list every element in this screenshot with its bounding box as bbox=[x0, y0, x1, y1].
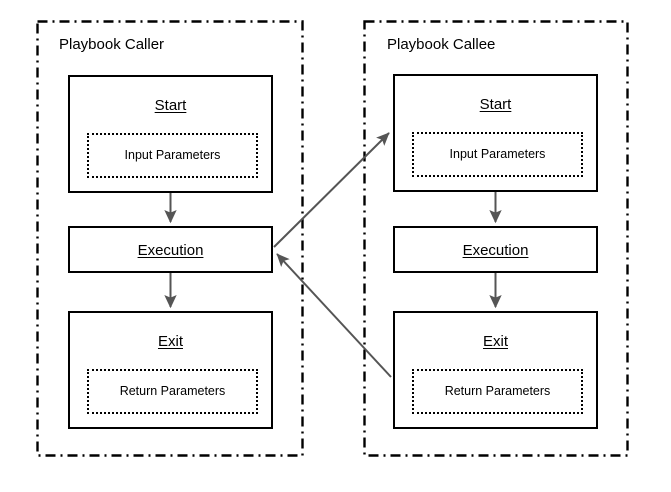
node-callee-execution-title: Execution bbox=[462, 242, 529, 259]
param-box-callee-exit: Return Parameters bbox=[412, 369, 583, 414]
node-caller-execution[interactable]: Execution bbox=[68, 226, 273, 273]
node-callee-start-title: Start bbox=[479, 96, 512, 113]
node-caller-start-title: Start bbox=[154, 97, 187, 114]
lane-title-caller: Playbook Caller bbox=[59, 36, 165, 53]
node-callee-execution[interactable]: Execution bbox=[393, 226, 598, 273]
node-caller-exit[interactable]: Exit Return Parameters bbox=[68, 311, 273, 429]
node-caller-execution-title: Execution bbox=[137, 242, 204, 259]
param-label-callee-exit: Return Parameters bbox=[444, 384, 551, 398]
node-callee-start[interactable]: Start Input Parameters bbox=[393, 74, 598, 192]
param-box-callee-start: Input Parameters bbox=[412, 132, 583, 177]
node-callee-exit-title: Exit bbox=[482, 333, 508, 350]
node-caller-exit-title: Exit bbox=[157, 333, 183, 350]
param-box-caller-exit: Return Parameters bbox=[87, 369, 258, 414]
node-callee-exit[interactable]: Exit Return Parameters bbox=[393, 311, 598, 429]
param-box-caller-start: Input Parameters bbox=[87, 133, 258, 178]
lane-title-callee: Playbook Callee bbox=[387, 36, 496, 53]
node-caller-start[interactable]: Start Input Parameters bbox=[68, 75, 273, 193]
param-label-caller-start: Input Parameters bbox=[124, 148, 221, 162]
param-label-caller-exit: Return Parameters bbox=[119, 384, 226, 398]
param-label-callee-start: Input Parameters bbox=[449, 147, 546, 161]
